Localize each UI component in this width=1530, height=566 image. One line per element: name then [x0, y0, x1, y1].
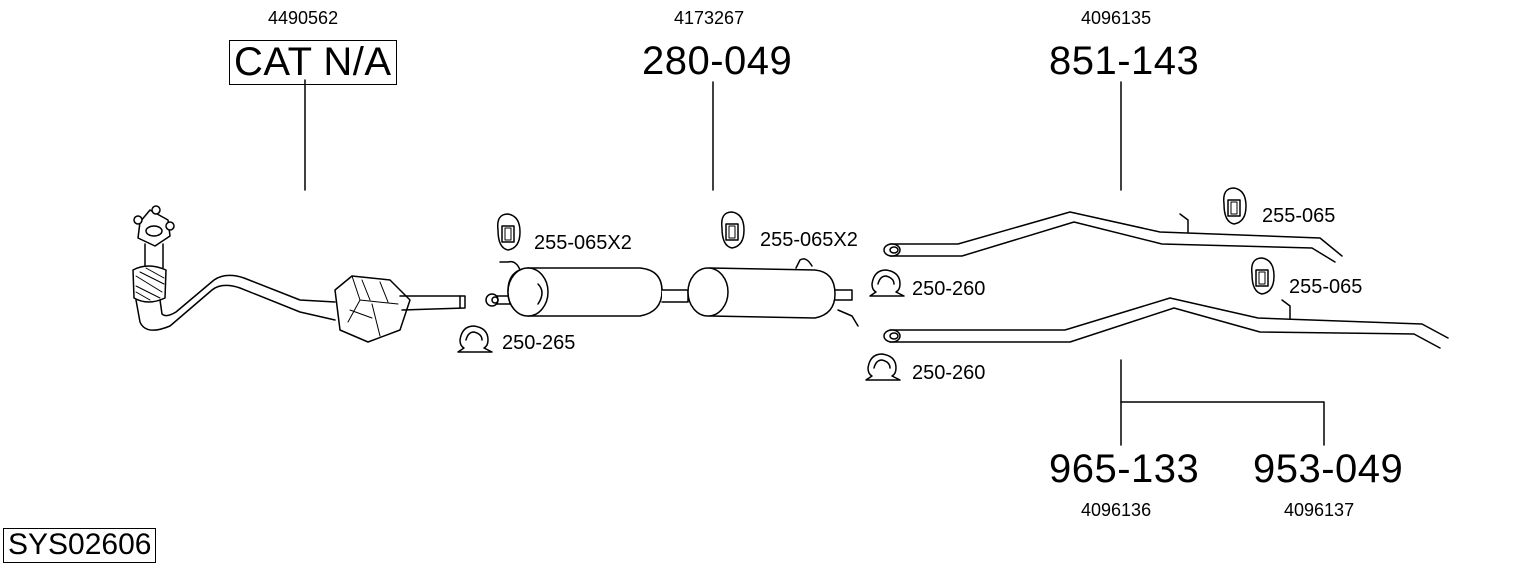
hanger-rear-1-label: 255-065 — [1262, 205, 1336, 227]
hanger-icon — [720, 211, 745, 249]
rear-pipe-alt-a-oem-number: 4096136 — [1081, 500, 1152, 520]
catalyst-part-code: CAT N/A — [229, 40, 397, 85]
middle-silencer-part — [485, 258, 859, 327]
rear-pipe-alt-a-part-code: 965-133 — [1049, 447, 1200, 491]
clamp-icon — [865, 353, 901, 381]
clamp-rear-1-label: 250-260 — [912, 278, 986, 300]
rear-pipe-part-code: 851-143 — [1049, 39, 1200, 83]
hanger-mid-1-label: 255-065X2 — [534, 232, 632, 254]
hanger-icon — [1222, 187, 1247, 225]
clamp-rear-2-label: 250-260 — [912, 362, 986, 384]
clamp-front-label: 250-265 — [502, 332, 576, 354]
hanger-icon — [496, 213, 521, 251]
leader-rear-alt-branch — [1120, 401, 1325, 446]
rear-pipe-alt-b-part-code: 953-049 — [1253, 447, 1404, 491]
hanger-rear-2-label: 255-065 — [1289, 276, 1363, 298]
rear-pipe-alt-part — [883, 297, 1449, 349]
hanger-mid-2-label: 255-065X2 — [760, 229, 858, 251]
clamp-icon — [457, 325, 493, 353]
middle-silencer-oem-number: 4173267 — [674, 8, 745, 28]
rear-pipe-part — [883, 211, 1343, 263]
clamp-icon — [869, 269, 905, 297]
system-code: SYS02606 — [3, 528, 157, 563]
rear-pipe-oem-number: 4096135 — [1081, 8, 1152, 28]
catalyst-oem-number: 4490562 — [268, 8, 339, 28]
middle-silencer-part-code: 280-049 — [642, 39, 793, 83]
hanger-icon — [1250, 257, 1275, 295]
catalyst-part — [132, 205, 466, 343]
rear-pipe-alt-b-oem-number: 4096137 — [1284, 500, 1355, 520]
